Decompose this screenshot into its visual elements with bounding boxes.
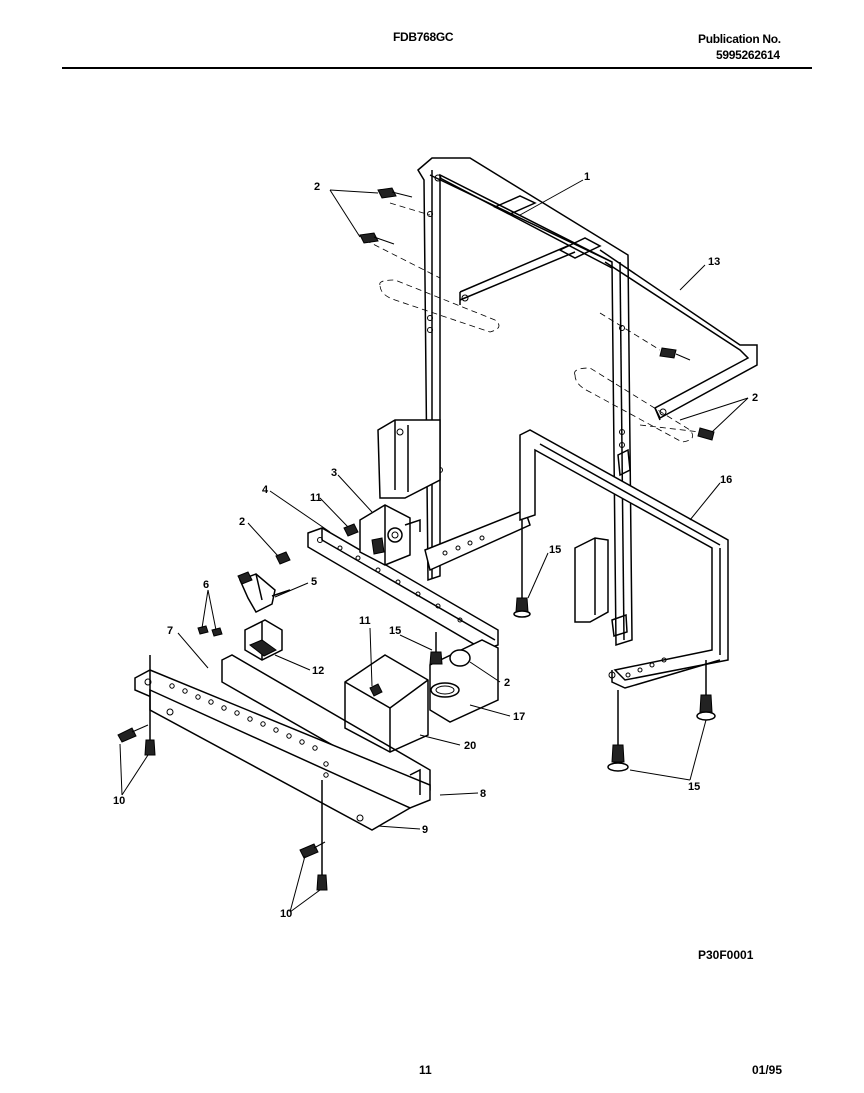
callout-10-left: 10 [113,795,125,807]
callout-13: 13 [708,256,720,268]
door-switch [237,571,291,613]
switch-screws [197,625,223,637]
screw-part-2-left [275,551,291,565]
leader-lines [119,179,749,913]
callout-12: 12 [312,665,324,677]
callout-labels: 1 2 13 2 16 3 4 11 2 15 5 6 7 11 15 12 2… [113,171,758,920]
screw-part-11-upper [343,523,359,537]
figure-code: P30F0001 [698,948,754,962]
frame-upright [377,157,633,647]
publication-number: 5995262614 [716,48,780,62]
header-rule [62,67,812,69]
leveling-legs [429,520,716,772]
tub-base-frame [519,429,729,689]
control-box [344,654,429,753]
callout-2-top: 2 [314,181,320,193]
publication-date: 01/95 [752,1063,783,1077]
callout-17: 17 [513,711,525,723]
callout-4: 4 [262,484,269,496]
callout-5: 5 [311,576,317,588]
page-number: 11 [419,1063,432,1077]
callout-1: 1 [584,171,590,183]
callout-11-upper: 11 [310,492,322,504]
alignment-guides [364,202,701,443]
vent-bracket [429,639,499,723]
model-number: FDB768GC [393,30,454,44]
callout-15-right: 15 [688,781,700,793]
callout-6: 6 [203,579,209,591]
kick-plate-screws [117,655,328,891]
callout-2-left: 2 [239,516,245,528]
callout-7: 7 [167,625,173,637]
callout-15-left: 15 [389,625,401,637]
screw-group-right [659,347,715,441]
callout-20: 20 [464,740,476,752]
callout-10-bottom: 10 [280,908,292,920]
callout-11-lower: 11 [359,615,371,627]
water-valve [359,504,421,566]
callout-15-center: 15 [549,544,561,556]
callout-8: 8 [480,788,486,800]
front-rail [307,527,499,651]
callout-16: 16 [720,474,732,486]
callout-2-lower: 2 [504,677,510,689]
top-crossbar [599,249,758,421]
callout-9: 9 [422,824,428,836]
callout-2-right: 2 [752,392,758,404]
door-latch [244,619,283,661]
publication-label: Publication No. [698,32,781,46]
screw-group-top-left [359,187,413,245]
callout-3: 3 [331,467,337,479]
